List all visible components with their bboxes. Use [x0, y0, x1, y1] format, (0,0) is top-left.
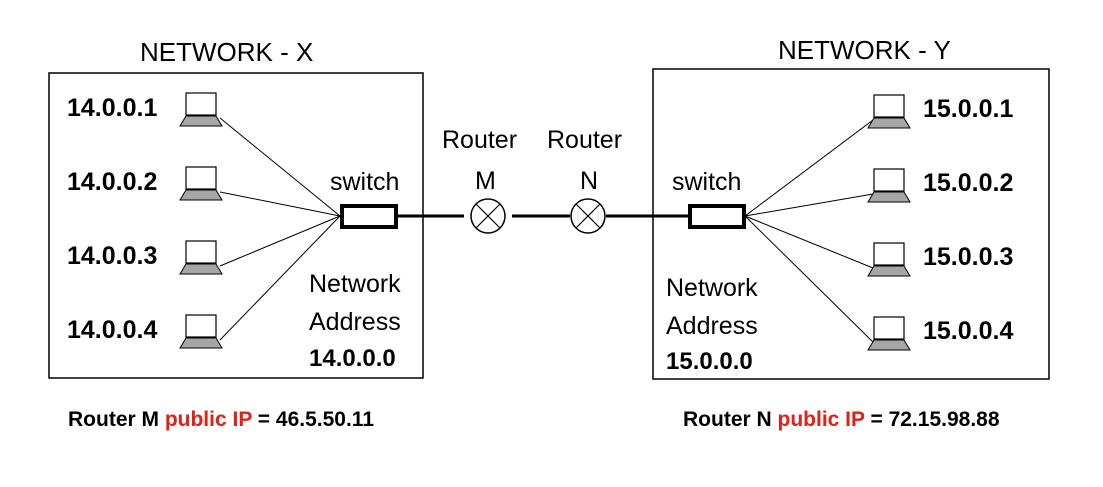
network-y-address: 15.0.0.0	[666, 348, 753, 375]
network-y-label-2: Address	[666, 312, 758, 340]
switch-y	[688, 204, 746, 229]
router-m-label: Router	[442, 126, 518, 154]
host-x-1-label: 14.0.0.1	[67, 94, 158, 122]
host-y-4-label: 15.0.0.4	[923, 317, 1014, 345]
host-y-2-label: 15.0.0.2	[923, 169, 1014, 197]
router-m-footer-prefix: Router M	[68, 408, 165, 431]
host-y-1-label: 15.0.0.1	[923, 95, 1014, 123]
router-n-label: Router	[547, 126, 623, 154]
network-x-label-2: Address	[309, 308, 401, 336]
network-y-title: NETWORK - Y	[778, 35, 951, 65]
network-x-label-1: Network	[309, 270, 401, 298]
router-n-footer-highlight: public IP	[777, 408, 865, 431]
laptop-y-4-icon	[867, 316, 911, 351]
laptop-y-2-icon	[867, 168, 911, 203]
network-y-links	[744, 119, 874, 343]
router-m-letter: M	[475, 167, 496, 195]
network-y-label-1: Network	[666, 274, 758, 302]
switch-x	[340, 204, 398, 229]
router-n-icon	[570, 198, 606, 234]
host-x-4-label: 14.0.0.4	[67, 316, 158, 344]
switch-x-label: switch	[330, 168, 400, 196]
switch-y-label: switch	[672, 168, 742, 196]
network-y-box	[652, 68, 1050, 380]
router-n-footer-suffix: = 72.15.98.88	[864, 408, 1000, 431]
router-m-icon	[470, 198, 506, 234]
router-m-public-ip: Router M public IP = 46.5.50.11	[68, 409, 374, 430]
laptop-x-1-icon	[179, 92, 223, 127]
router-n-public-ip: Router N public IP = 72.15.98.88	[683, 409, 1000, 430]
laptop-x-4-icon	[179, 314, 223, 349]
network-x-title: NETWORK - X	[140, 37, 314, 67]
router-n-letter: N	[580, 167, 599, 195]
network-x-links	[219, 117, 341, 341]
laptop-y-1-icon	[867, 94, 911, 129]
laptop-x-3-icon	[179, 240, 223, 275]
router-n-footer-prefix: Router N	[683, 408, 778, 431]
host-x-2-label: 14.0.0.2	[67, 168, 158, 196]
router-m-footer-suffix: = 46.5.50.11	[251, 408, 375, 431]
host-x-3-label: 14.0.0.3	[67, 242, 158, 270]
laptop-x-2-icon	[179, 166, 223, 201]
laptop-y-3-icon	[867, 242, 911, 277]
router-m-footer-highlight: public IP	[164, 408, 252, 431]
network-x-box	[48, 72, 424, 379]
network-x-address: 14.0.0.0	[309, 345, 396, 372]
host-y-3-label: 15.0.0.3	[923, 243, 1014, 271]
